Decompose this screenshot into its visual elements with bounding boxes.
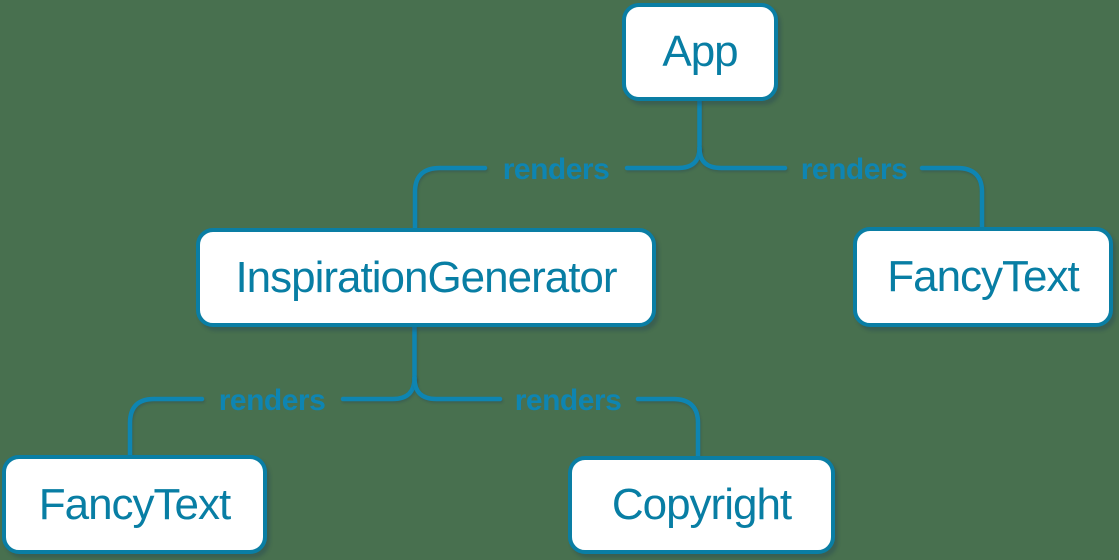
- node-copyright: Copyright: [568, 456, 835, 554]
- node-app: App: [622, 3, 778, 101]
- edge-label-renders: renders: [503, 153, 610, 186]
- node-label: Copyright: [611, 480, 792, 529]
- node-inspiration-generator: InspirationGenerator: [196, 228, 656, 327]
- node-label: FancyText: [38, 479, 232, 529]
- node-label: InspirationGenerator: [235, 252, 617, 302]
- node-fancy-text: FancyText: [853, 227, 1113, 327]
- node-label: FancyText: [887, 252, 1080, 301]
- edge-label-renders: renders: [515, 384, 622, 417]
- node-fancy-text: FancyText: [2, 455, 267, 554]
- edge-app-to-fancy-text: [697, 145, 985, 230]
- edge-label-renders: renders: [219, 384, 326, 417]
- edge-inspiration-generator-to-copyright: [412, 375, 701, 459]
- edge-label-renders: renders: [801, 153, 908, 186]
- node-label: App: [662, 27, 738, 76]
